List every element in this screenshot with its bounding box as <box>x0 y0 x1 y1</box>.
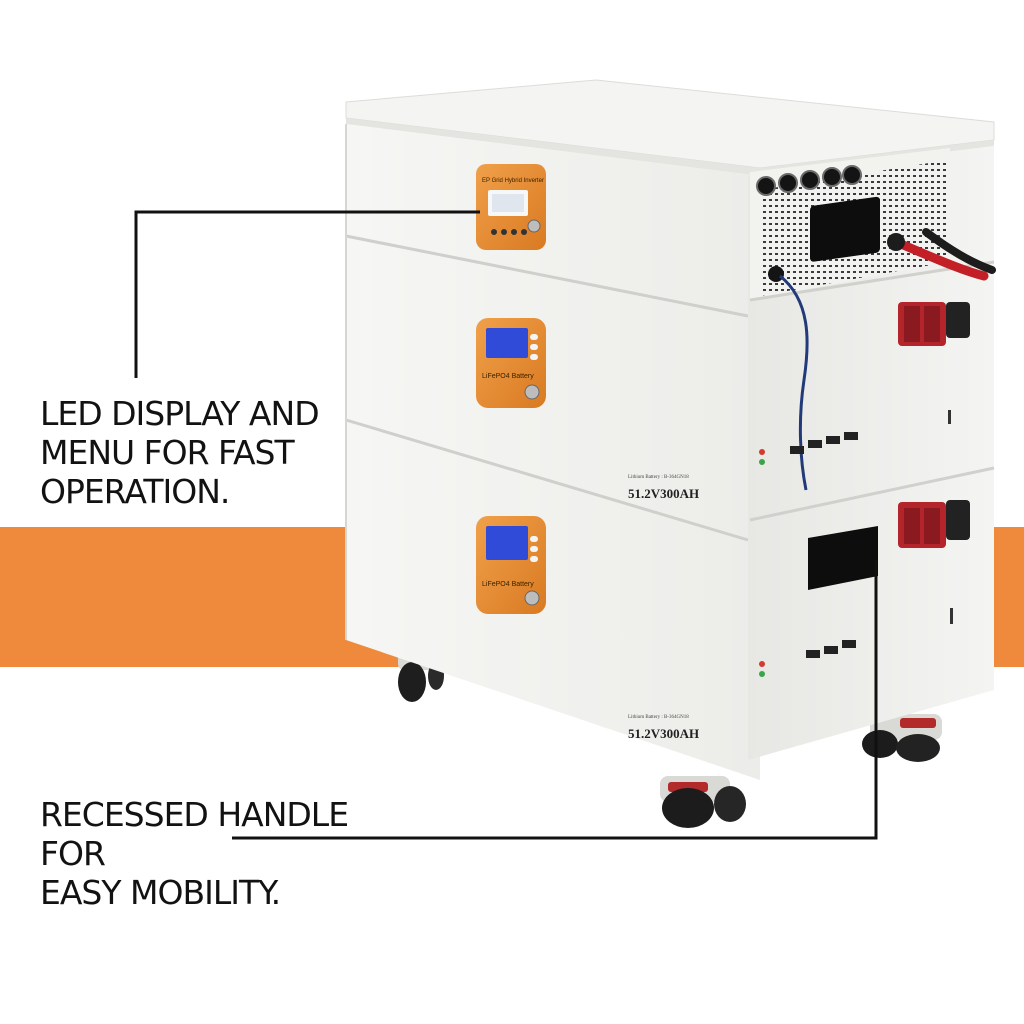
battery-module-2-panel <box>476 516 546 614</box>
caster-wheel-front-center <box>660 776 746 828</box>
battery-module-1-panel <box>476 318 546 408</box>
cabinet-top-lid <box>345 79 995 176</box>
inverter-panel-label: EP Grid Hybrid Inverter <box>482 178 544 184</box>
module-2-side-panel <box>759 196 970 465</box>
callout-line-recessed-handle <box>232 560 878 840</box>
caster-wheel-rear-right <box>862 714 942 762</box>
callout-recessed-handle: RECESSED HANDLE FOR EASY MOBILITY. <box>40 795 349 912</box>
module-2-rating: 51.2V300AH <box>628 726 699 741</box>
module-2-panel-brand: LiFePO4 Battery <box>482 581 534 588</box>
module-1-rating: 51.2V300AH <box>628 486 699 501</box>
callout-line-led-display <box>134 210 480 378</box>
communication-cable <box>779 274 809 491</box>
module-1-panel-brand: LiFePO4 Battery <box>482 373 534 380</box>
module-2-spec-small: Lithium Battery : B-364GN18 <box>628 715 689 720</box>
module-3-side-panel <box>759 500 970 677</box>
power-cable-red <box>887 228 996 281</box>
module-1-spec-small: Lithium Battery : B-364GN18 <box>628 475 689 480</box>
inverter-control-panel <box>476 164 546 250</box>
cabinet-front-face <box>345 124 760 780</box>
callout-led-display: LED DISPLAY AND MENU FOR FAST OPERATION. <box>40 394 320 511</box>
